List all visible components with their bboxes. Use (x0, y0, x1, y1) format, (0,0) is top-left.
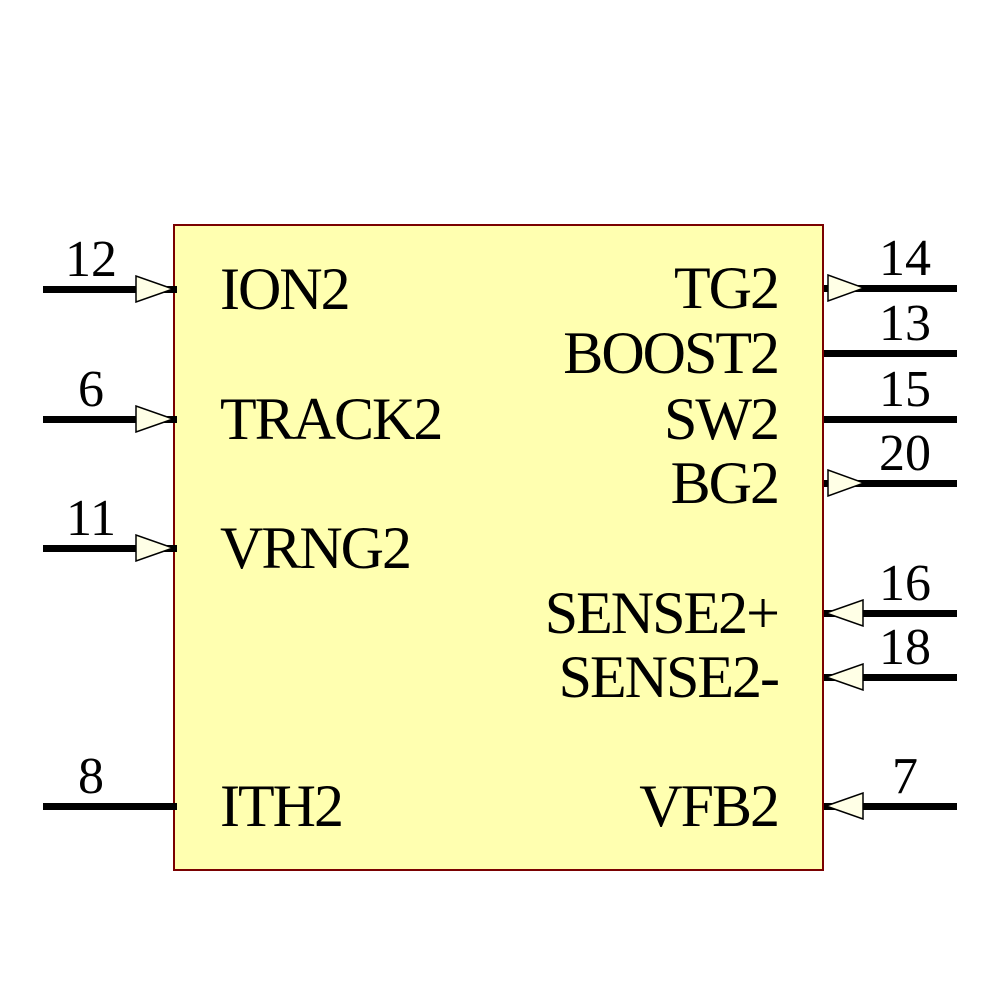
pin-number: 12 (65, 231, 117, 288)
pin-number: 13 (879, 295, 931, 352)
pin-wire (824, 609, 957, 617)
pin-wire (824, 349, 957, 357)
pin-wire (43, 285, 177, 293)
pin-number: 6 (78, 361, 104, 418)
pin-wire (43, 544, 177, 552)
pin-number: 18 (879, 619, 931, 676)
pin-number: 15 (879, 361, 931, 418)
pin-label: ITH2 (220, 773, 344, 839)
pin-wire (43, 415, 177, 423)
input-arrow-icon (135, 275, 175, 303)
pin-number: 8 (78, 748, 104, 805)
pin-wire (824, 284, 957, 292)
pin-number: 16 (879, 555, 931, 612)
pin-number: 20 (879, 425, 931, 482)
pin-wire (824, 415, 957, 423)
pin-label: BOOST2 (563, 320, 780, 386)
pin-label: VFB2 (639, 773, 780, 839)
input-arrow-icon (824, 599, 864, 627)
pin-number: 11 (65, 490, 117, 547)
output-arrow-icon (827, 469, 865, 497)
pin-label: SENSE2+ (544, 580, 780, 646)
input-arrow-icon (824, 663, 864, 691)
pin-label: SENSE2- (558, 644, 780, 710)
pin-wire (824, 479, 957, 487)
pin-number: 14 (879, 230, 931, 287)
pin-label: TRACK2 (220, 386, 443, 452)
pin-number: 7 (892, 748, 918, 805)
ic-symbol-body[interactable] (173, 224, 824, 871)
pin-label: TG2 (674, 255, 780, 321)
pin-label: ION2 (220, 256, 351, 322)
output-arrow-icon (827, 274, 865, 302)
pin-wire (824, 802, 957, 810)
pin-label: BG2 (670, 450, 780, 516)
pin-label: VRNG2 (220, 515, 412, 581)
pin-wire (43, 802, 177, 810)
input-arrow-icon (824, 792, 864, 820)
pin-label: SW2 (664, 386, 780, 452)
input-arrow-icon (135, 405, 175, 433)
pin-wire (824, 673, 957, 681)
input-arrow-icon (135, 534, 175, 562)
